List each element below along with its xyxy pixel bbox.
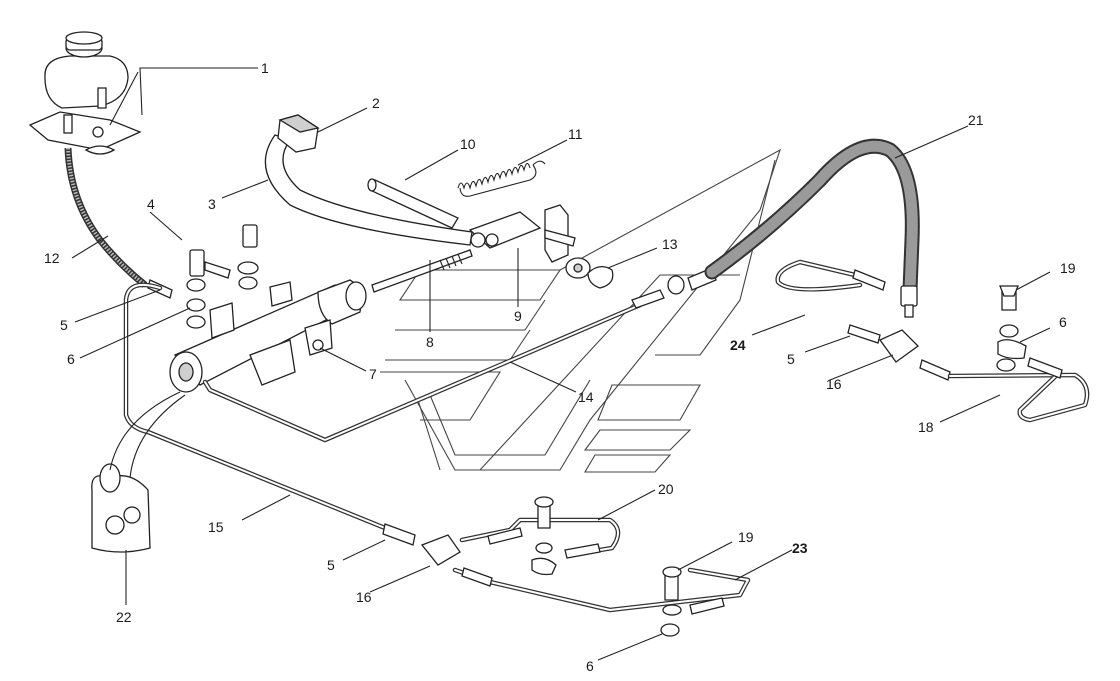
callout-14: 14 (578, 389, 594, 405)
callout-12: 12 (44, 250, 60, 266)
callout-19-lower: 19 (738, 529, 754, 545)
callout-4: 4 (147, 196, 155, 212)
callout-18: 18 (918, 419, 934, 435)
callout-3: 3 (208, 196, 216, 212)
pedal-pivot-bracket (468, 204, 614, 289)
callout-2: 2 (372, 95, 380, 111)
callout-6-bottom: 6 (586, 658, 594, 674)
callout-22: 22 (116, 609, 132, 625)
flexible-hose (704, 138, 920, 318)
callout-6-left: 6 (67, 351, 75, 367)
callout-24: 24 (730, 337, 746, 353)
callout-13: 13 (662, 236, 678, 252)
callout-5-right: 5 (787, 351, 795, 367)
callout-11: 11 (568, 126, 583, 142)
parts-kit-bag (91, 391, 186, 553)
callout-7: 7 (369, 366, 377, 382)
clutch-pedal (264, 114, 473, 246)
callout-6-right: 6 (1059, 314, 1067, 330)
fluid-reservoir (28, 31, 142, 155)
callout-10: 10 (460, 136, 476, 152)
callout-23: 23 (792, 540, 808, 556)
callout-16-right: 16 (826, 376, 842, 392)
callout-16-lower: 16 (356, 589, 372, 605)
callout-5-left: 5 (60, 317, 68, 333)
callout-15: 15 (208, 519, 224, 535)
watermark-logo (380, 148, 781, 473)
callout-20: 20 (658, 481, 674, 497)
callout-19-right: 19 (1060, 260, 1076, 276)
master-cylinder (169, 279, 367, 393)
callout-21: 21 (968, 112, 984, 128)
callout-1: 1 (261, 60, 269, 76)
callout-8: 8 (426, 334, 434, 350)
callout-9: 9 (514, 308, 522, 324)
callout-5-lower: 5 (327, 557, 335, 573)
return-spring (457, 160, 546, 197)
